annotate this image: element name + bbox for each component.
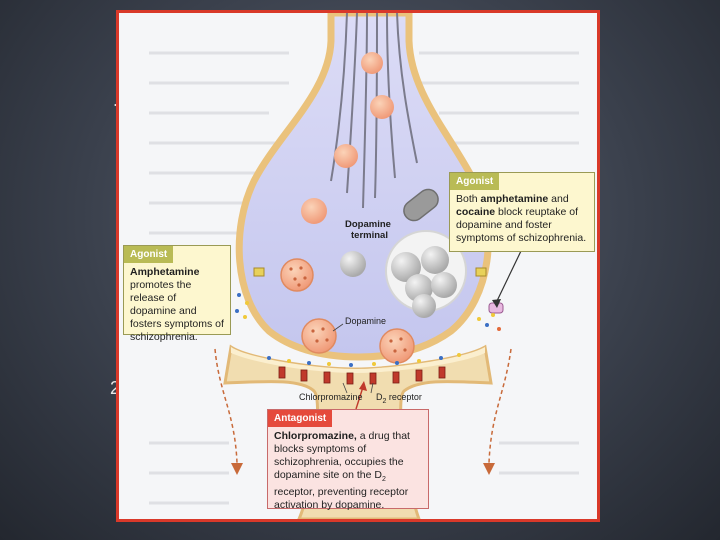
reuptake-transporter-right (476, 268, 486, 276)
agonist-header-right: Agonist (450, 173, 499, 190)
pointer-agonist-right (496, 251, 521, 303)
antagonist-callout: Antagonist Chlorpromazine, a drug that b… (267, 409, 429, 509)
reuptake-transporter-left (254, 268, 264, 276)
agonist-header-left: Agonist (124, 246, 173, 263)
chlorpromazine-label: Chlorpromazine (299, 392, 363, 402)
d2-receptor-label: D2 receptor (376, 392, 422, 405)
antagonist-header: Antagonist (268, 410, 332, 427)
dopamine-label: Dopamine (345, 316, 386, 326)
figure-frame: Dopamine terminal Dopamine Chlorpromazin… (116, 10, 600, 522)
terminal-label: Dopamine terminal (345, 219, 391, 241)
agonist-callout-right: Agonist Both amphetamine and cocaine blo… (449, 172, 595, 252)
